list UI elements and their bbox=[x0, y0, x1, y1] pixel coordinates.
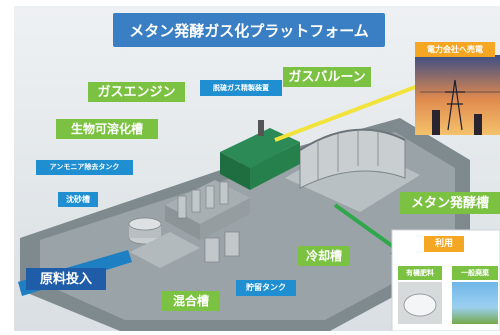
exhaust-stack bbox=[258, 120, 264, 136]
power-line bbox=[274, 84, 419, 142]
label-gas-balloon: ガスバルーン bbox=[283, 67, 371, 87]
pylon-icon bbox=[420, 79, 500, 131]
label-settling-tank: 沈砂槽 bbox=[58, 192, 98, 207]
label-storage-tank: 貯留タンク bbox=[236, 280, 296, 296]
label-gas-engine: ガスエンジン bbox=[88, 82, 185, 102]
label-desulfurizer: 脱硫ガス精製装置 bbox=[200, 80, 282, 96]
use-item-fertilizer: 有機肥料 bbox=[398, 266, 442, 280]
label-ammonia-tank: アンモニア除去タンク bbox=[36, 160, 133, 175]
label-mixing-tank: 混合槽 bbox=[162, 291, 220, 311]
green-arrow bbox=[333, 203, 397, 250]
label-solubilization-tank: 生物可溶化槽 bbox=[56, 119, 158, 139]
label-methane-tank: メタン発酵槽 bbox=[400, 192, 500, 214]
field-photo bbox=[452, 282, 498, 324]
methane-building-base bbox=[285, 140, 420, 212]
label-raw-material-input: 原料投入 bbox=[26, 268, 106, 290]
label-cooling-tank: 冷却槽 bbox=[298, 246, 350, 266]
use-box-title: 利用 bbox=[424, 236, 464, 252]
label-power-sale: 電力会社へ売電 bbox=[415, 42, 495, 57]
diagram-title: メタン発酵ガス化プラットフォーム bbox=[113, 13, 385, 47]
use-item-general: 一般廃棄 bbox=[452, 266, 498, 280]
